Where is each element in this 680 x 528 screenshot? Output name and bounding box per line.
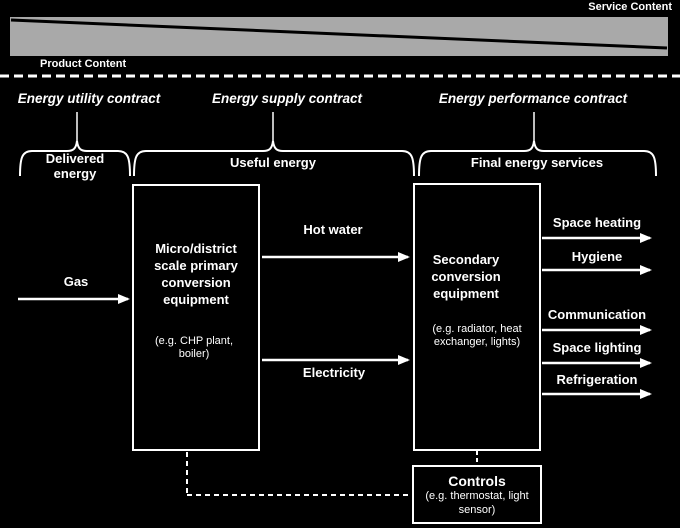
secondary-box-note: (e.g. radiator, heat exchanger, lights) [432,322,522,349]
primary-box-title: Micro/district scale primary conversion … [154,240,238,307]
primary-conversion-box: Micro/district scale primary conversion … [132,184,260,451]
contract-label-utility: Energy utility contract [17,91,161,106]
section-useful-energy: Useful energy [230,155,316,170]
brace-delivered-energy [19,140,131,177]
product-content-label: Product Content [40,58,127,70]
secondary-box-title: Secondary conversion equipment [431,251,501,301]
electricity-label: Electricity [302,365,366,380]
brace-useful-energy [133,140,415,177]
output-space-lighting: Space lighting [552,340,642,355]
output-hygiene: Hygiene [571,249,623,264]
contract-label-supply: Energy supply contract [211,91,363,106]
section-final-energy-services: Final energy services [470,155,604,170]
output-communication: Communication [547,307,647,322]
brace-final-energy-services [418,140,657,177]
controls-box: Controls (e.g. thermostat, light sensor) [412,465,542,524]
hot-water-label: Hot water [303,222,363,237]
service-content-label: Service Content [588,1,672,13]
contract-label-performance: Energy performance contract [438,91,628,106]
output-refrigeration: Refrigeration [556,372,638,387]
gas-label: Gas [63,274,89,289]
output-space-heating: Space heating [552,215,642,230]
controls-box-title: Controls [448,472,506,489]
gradient-diagonal-line [10,18,668,50]
secondary-conversion-box: Secondary conversion equipment (e.g. rad… [413,183,541,451]
section-delivered-energy: Delivered energy [45,151,105,181]
primary-box-note: (e.g. CHP plant, boiler) [154,334,234,361]
controls-box-note: (e.g. thermostat, light sensor) [425,489,529,516]
